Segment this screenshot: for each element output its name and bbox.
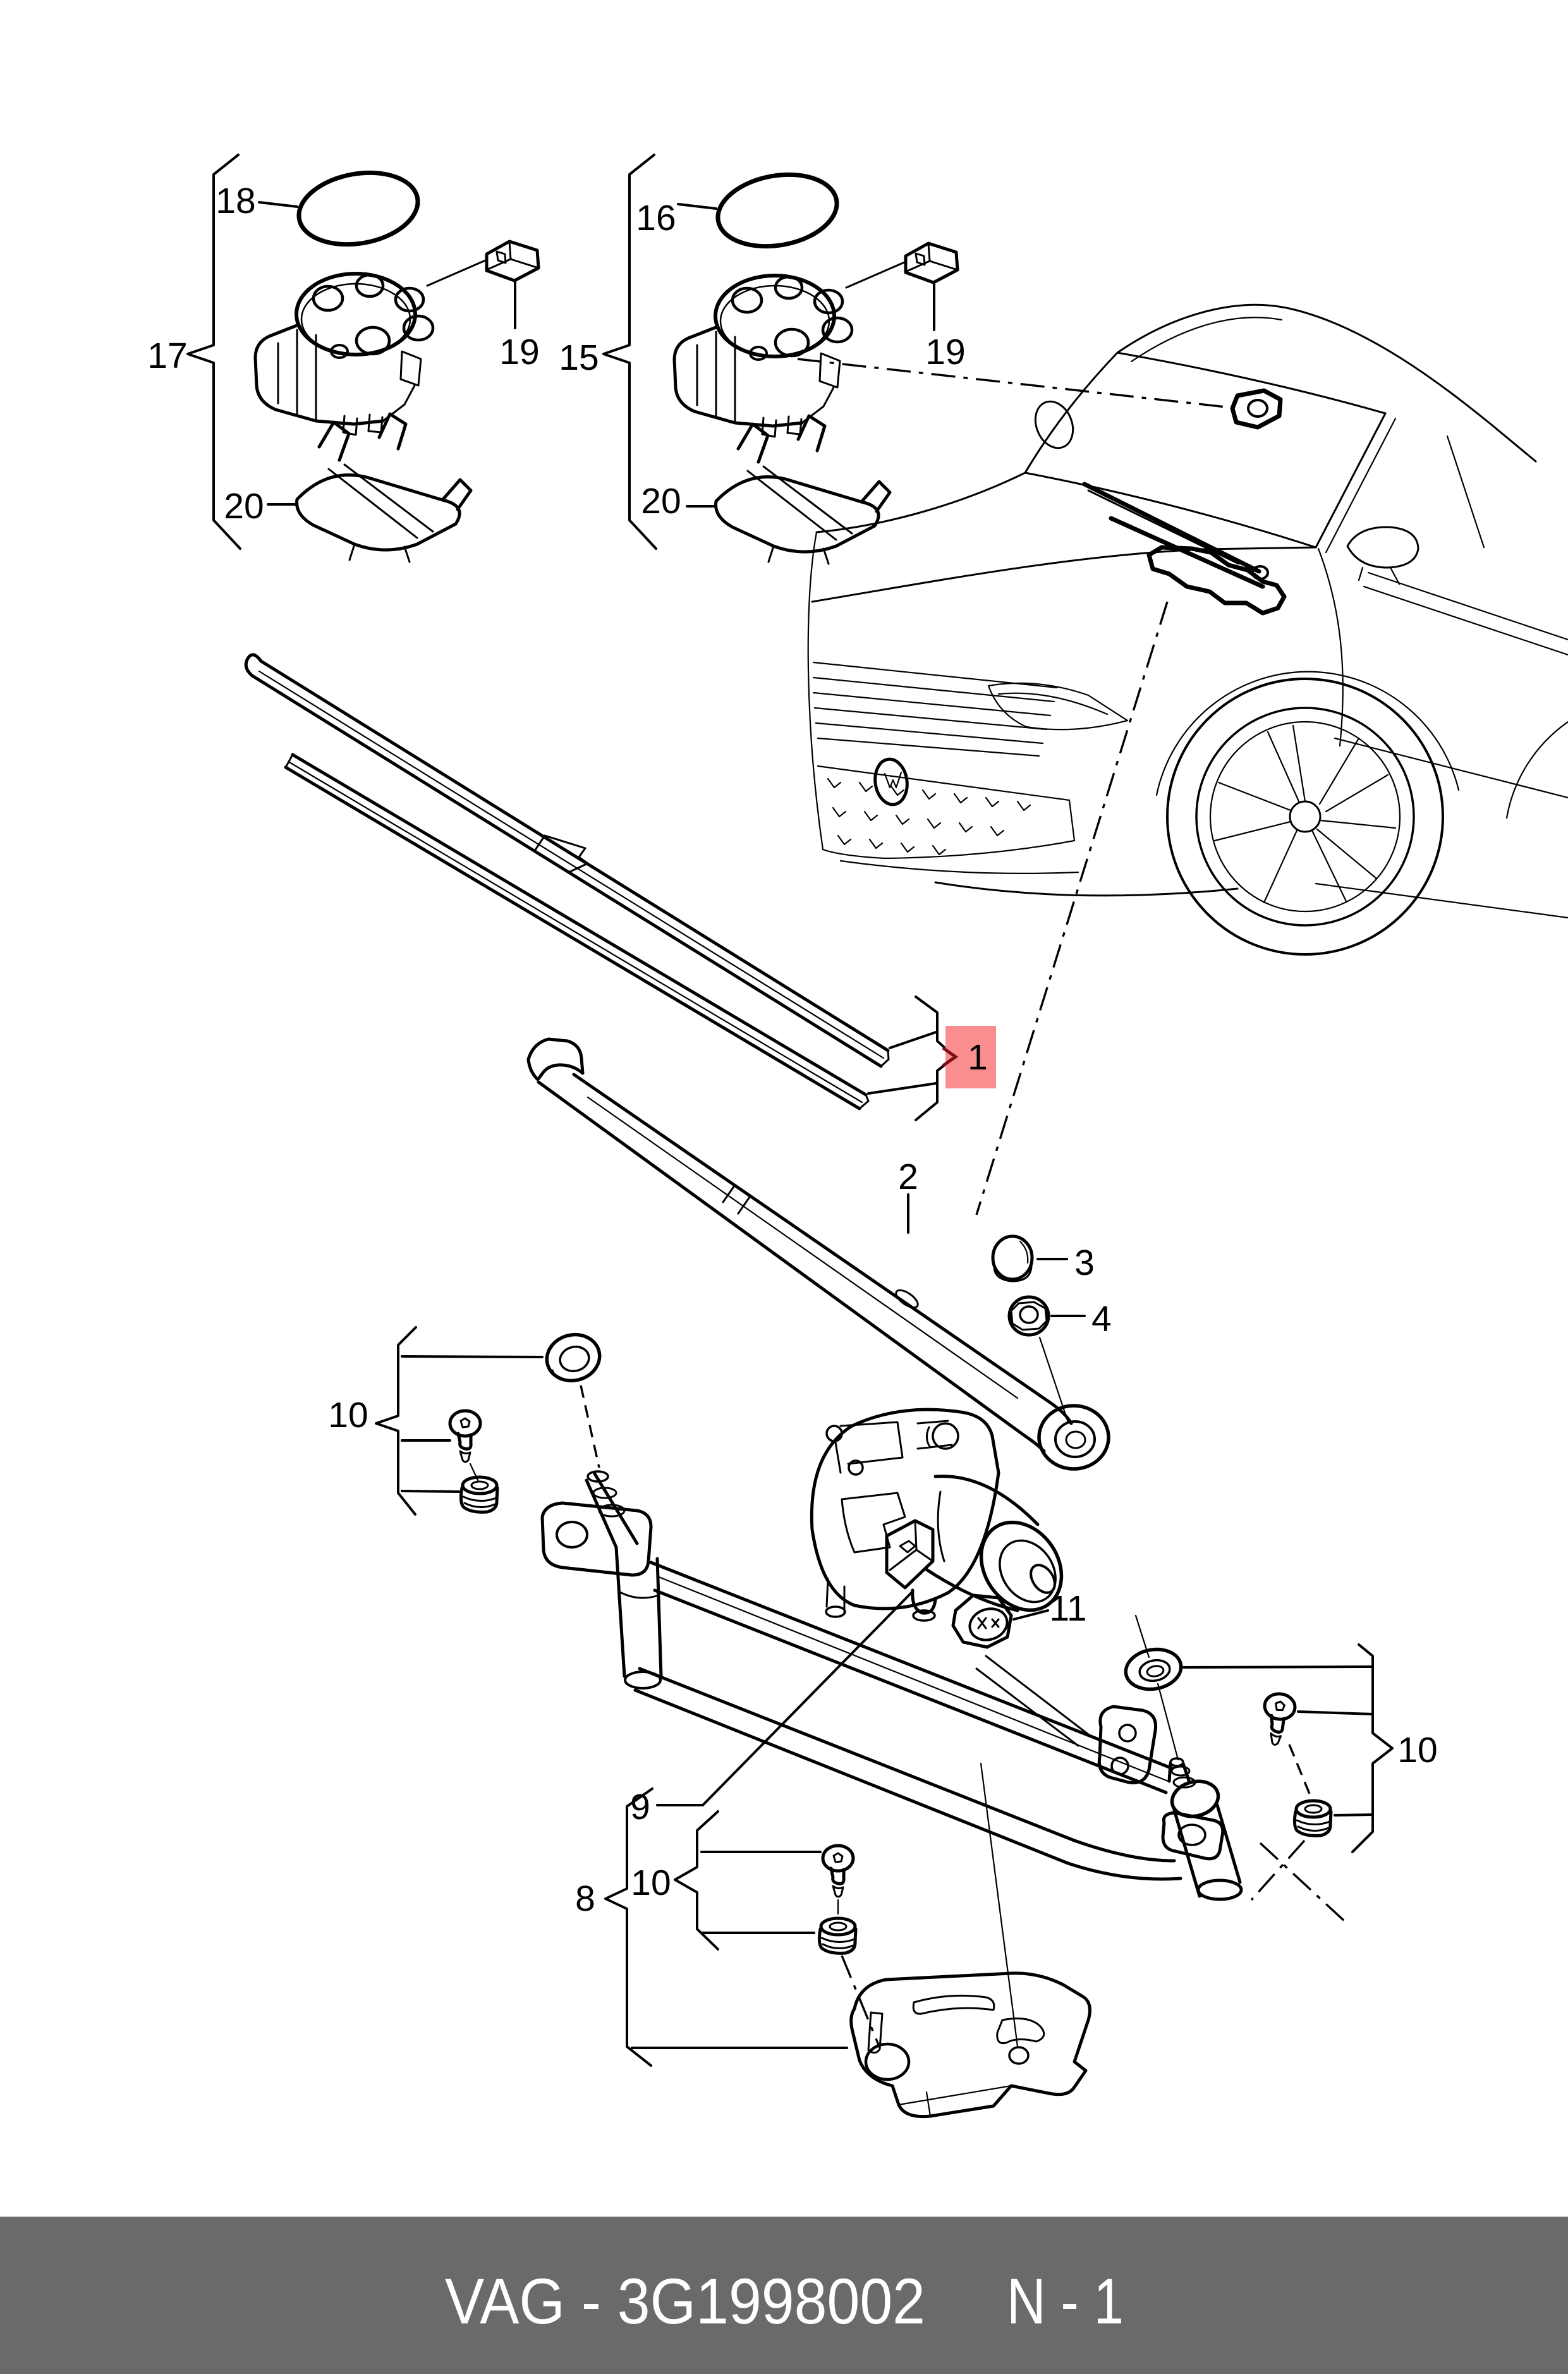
wiper-motor [810, 1408, 1064, 1649]
grommet-axis-bottom [841, 1955, 881, 2048]
motor-to-plate-leader [980, 1762, 1019, 2048]
intake-hatching [827, 777, 1031, 856]
callout-1-highlighted[interactable]: 1 [968, 1037, 988, 1078]
screw-bottom [823, 1846, 853, 1897]
windshield-sensor-mount [1230, 388, 1283, 430]
headlight [987, 682, 1129, 731]
wiper-arm [526, 1037, 1110, 1471]
grommet-bottom [819, 1918, 856, 1953]
callout-8[interactable]: 8 [575, 1878, 595, 1919]
crank-nut-11 [951, 1593, 1013, 1649]
mount-group-left [375, 1326, 602, 1516]
footer-page-ref: N - 1 [1007, 2265, 1124, 2337]
washer-axis-left [580, 1385, 600, 1468]
footer-part-number: VAG - 3G1998002 [445, 2265, 925, 2337]
callout-15[interactable]: 15 [559, 338, 599, 378]
footer-bar: VAG - 3G1998002 N - 1 [0, 2217, 1568, 2374]
footer-background [0, 2217, 1568, 2374]
callout-19-left[interactable]: 19 [499, 332, 539, 372]
callout-20-left[interactable]: 20 [224, 486, 264, 527]
cowl-to-arm-leader [975, 601, 1169, 1215]
highlight-arrow-1 [942, 1046, 959, 1068]
wiper-linkage-frame [540, 1470, 1243, 1901]
screw-left [450, 1411, 480, 1462]
callout-3[interactable]: 3 [1074, 1243, 1095, 1283]
callout-9[interactable]: 9 [630, 1787, 650, 1827]
callout-2[interactable]: 2 [898, 1157, 918, 1197]
callout-16[interactable]: 16 [636, 198, 676, 238]
callout-17[interactable]: 17 [147, 336, 187, 376]
mount-group-right [1124, 1614, 1394, 1923]
side-mirror [1346, 526, 1419, 569]
cap-3 [991, 1234, 1034, 1282]
callout-10-right[interactable]: 10 [1397, 1730, 1437, 1770]
callout-20-right[interactable]: 20 [641, 481, 681, 521]
leader-11 [1012, 1609, 1049, 1621]
screw-right [1260, 1692, 1297, 1747]
callout-11[interactable]: 11 [1049, 1588, 1086, 1629]
callout-19-right[interactable]: 19 [925, 332, 965, 372]
grommet-right [1294, 1801, 1331, 1835]
callout-1-bracket [867, 995, 952, 1121]
washer-axis-right [1134, 1614, 1179, 1761]
sensor-to-windshield-leader [797, 358, 1227, 408]
nut-4 [1007, 1295, 1050, 1337]
blade-adapter [533, 834, 589, 874]
callout-18[interactable]: 18 [216, 181, 255, 221]
mount-group-bottom [674, 1810, 881, 2048]
bracket-8-callout [604, 1787, 848, 2067]
vw-badge [873, 757, 909, 807]
leader-9 [656, 1592, 913, 1806]
grommet-axis-right [1250, 1839, 1306, 1901]
mounting-bracket-plate [849, 1971, 1091, 2119]
wiper-blade-lower [284, 753, 870, 1111]
washer-left [545, 1332, 602, 1383]
front-wheel [1155, 671, 1460, 956]
washer-right [1124, 1647, 1183, 1691]
car-outline [807, 303, 1568, 956]
right-pivot [1161, 1757, 1243, 1901]
callout-labels: 17 18 19 20 15 16 19 20 1 2 3 4 10 11 10… [147, 181, 1437, 1919]
callout-10-bottom[interactable]: 10 [631, 1863, 671, 1903]
nut-to-arm-leader [1038, 1336, 1069, 1423]
cowl-wiper-sketch [1082, 482, 1287, 616]
grommet-left [461, 1477, 497, 1512]
callout-10-left[interactable]: 10 [328, 1395, 368, 1435]
wiper-blade-upper [244, 653, 890, 1068]
callout-4[interactable]: 4 [1091, 1299, 1112, 1339]
